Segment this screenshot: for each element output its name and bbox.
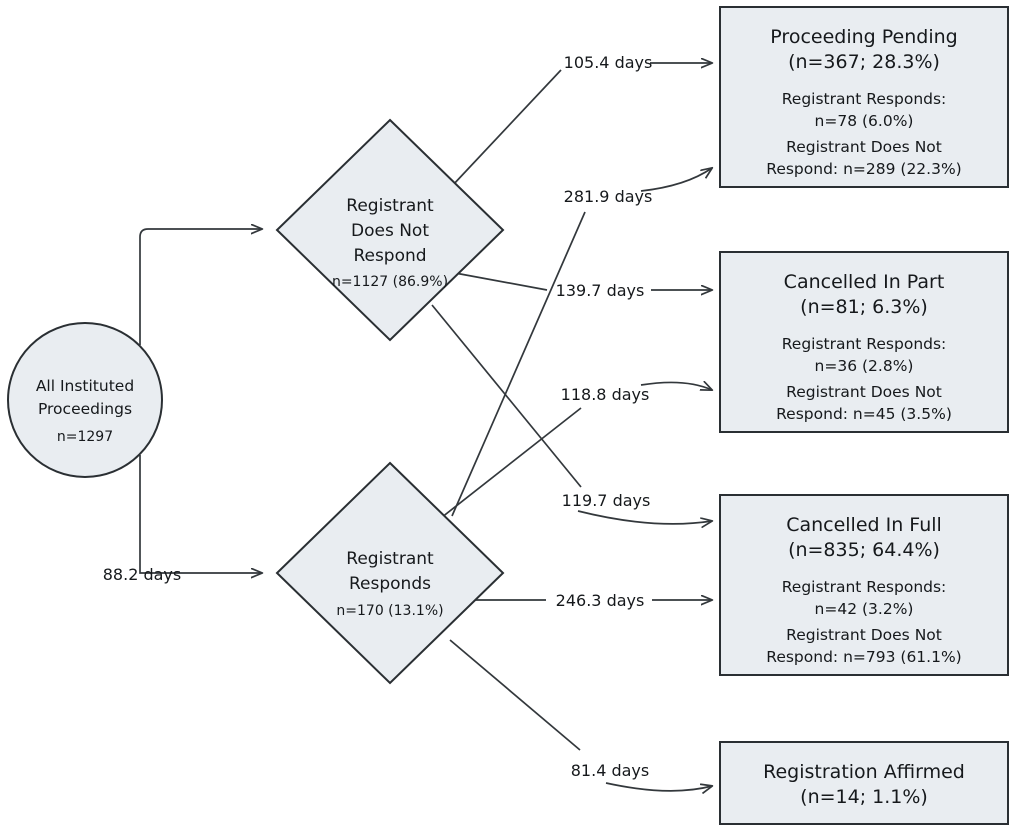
edge-label-layer: 88.2 days 105.4 days 281.9 days 139.7 da… — [103, 53, 653, 780]
edge-dnr-to-part[interactable] — [454, 272, 548, 291]
decision-2-line2: Responds — [349, 574, 431, 594]
start-node-line1: All Instituted — [36, 377, 134, 395]
edge-start-to-does-not-respond[interactable] — [139, 229, 262, 345]
start-node-count: n=1297 — [57, 429, 113, 445]
decision-1-line1: Registrant — [346, 196, 434, 216]
edge-label-responds-to-pending: 281.9 days — [564, 187, 653, 206]
outcome-4-count: (n=14; 1.1%) — [800, 786, 928, 808]
outcome-2-detail1: Registrant Responds: — [782, 335, 947, 353]
edge-label-dnr-to-pending: 105.4 days — [564, 53, 653, 72]
outcome-1-detail1: Registrant Responds: — [782, 90, 947, 108]
node-registration-affirmed[interactable]: Registration Affirmed (n=14; 1.1%) — [719, 741, 1009, 825]
outcome-1-count: (n=367; 28.3%) — [788, 51, 940, 73]
outcome-2-count: (n=81; 6.3%) — [800, 296, 928, 318]
outcome-2-detail2: n=36 (2.8%) — [815, 357, 914, 375]
outcome-3-detail1: Registrant Responds: — [782, 578, 947, 596]
edge-responds-to-part-head[interactable] — [640, 382, 712, 390]
outcome-2-detail3: Registrant Does Not — [786, 383, 942, 401]
node-proceeding-pending[interactable]: Proceeding Pending (n=367; 28.3%) Regist… — [719, 6, 1009, 188]
outcome-3-title: Cancelled In Full — [786, 514, 942, 536]
outcome-2-title: Cancelled In Part — [784, 271, 945, 293]
edge-dnr-to-pending[interactable] — [451, 69, 562, 187]
decision-1-line3: Respond — [353, 246, 426, 266]
edge-dnr-to-full[interactable] — [431, 304, 582, 488]
outcome-3-detail2: n=42 (3.2%) — [815, 600, 914, 618]
node-registrant-responds[interactable]: Registrant Responds n=170 (13.1%) — [275, 461, 505, 685]
node-cancelled-in-full[interactable]: Cancelled In Full (n=835; 64.4%) Registr… — [719, 494, 1009, 676]
decision-1-line2: Does Not — [351, 221, 429, 241]
node-all-instituted-proceedings[interactable]: All Instituted Proceedings n=1297 — [7, 322, 163, 478]
outcome-1-detail2: n=78 (6.0%) — [815, 112, 914, 130]
edge-start-to-responds[interactable] — [139, 455, 262, 573]
edge-responds-to-affirmed-head[interactable] — [605, 782, 712, 791]
edge-label-responds-to-affirmed: 81.4 days — [571, 761, 649, 780]
edge-responds-to-affirmed[interactable] — [449, 639, 581, 751]
edge-layer — [139, 63, 712, 791]
outcome-3-count: (n=835; 64.4%) — [788, 539, 940, 561]
outcome-1-detail3: Registrant Does Not — [786, 138, 942, 156]
edge-label-dnr-to-part: 139.7 days — [556, 281, 645, 300]
edge-responds-to-pending-head[interactable] — [640, 168, 712, 192]
start-node-line2: Proceedings — [38, 400, 132, 418]
edge-responds-to-responds-pending[interactable] — [451, 211, 586, 517]
outcome-4-title: Registration Affirmed — [763, 761, 965, 783]
decision-2-count: n=170 (13.1%) — [336, 603, 443, 619]
decision-1-count: n=1127 (86.9%) — [332, 274, 448, 290]
outcome-1-title: Proceeding Pending — [770, 26, 957, 48]
node-cancelled-in-part[interactable]: Cancelled In Part (n=81; 6.3%) Registran… — [719, 251, 1009, 433]
edge-responds-to-part[interactable] — [431, 407, 582, 526]
edge-dnr-to-full-head[interactable] — [577, 510, 712, 524]
outcome-2-detail4: Respond: n=45 (3.5%) — [776, 405, 952, 423]
decision-2-line1: Registrant — [346, 549, 434, 569]
edge-label-responds-to-full: 246.3 days — [556, 591, 645, 610]
edge-label-start-to-responds: 88.2 days — [103, 565, 181, 584]
outcome-3-detail3: Registrant Does Not — [786, 626, 942, 644]
edge-label-dnr-to-full: 119.7 days — [562, 491, 651, 510]
edge-label-responds-to-part: 118.8 days — [561, 385, 650, 404]
outcome-3-detail4: Respond: n=793 (61.1%) — [766, 648, 961, 666]
node-registrant-does-not-respond[interactable]: Registrant Does Not Respond n=1127 (86.9… — [275, 118, 505, 342]
outcome-1-detail4: Respond: n=289 (22.3%) — [766, 160, 961, 178]
